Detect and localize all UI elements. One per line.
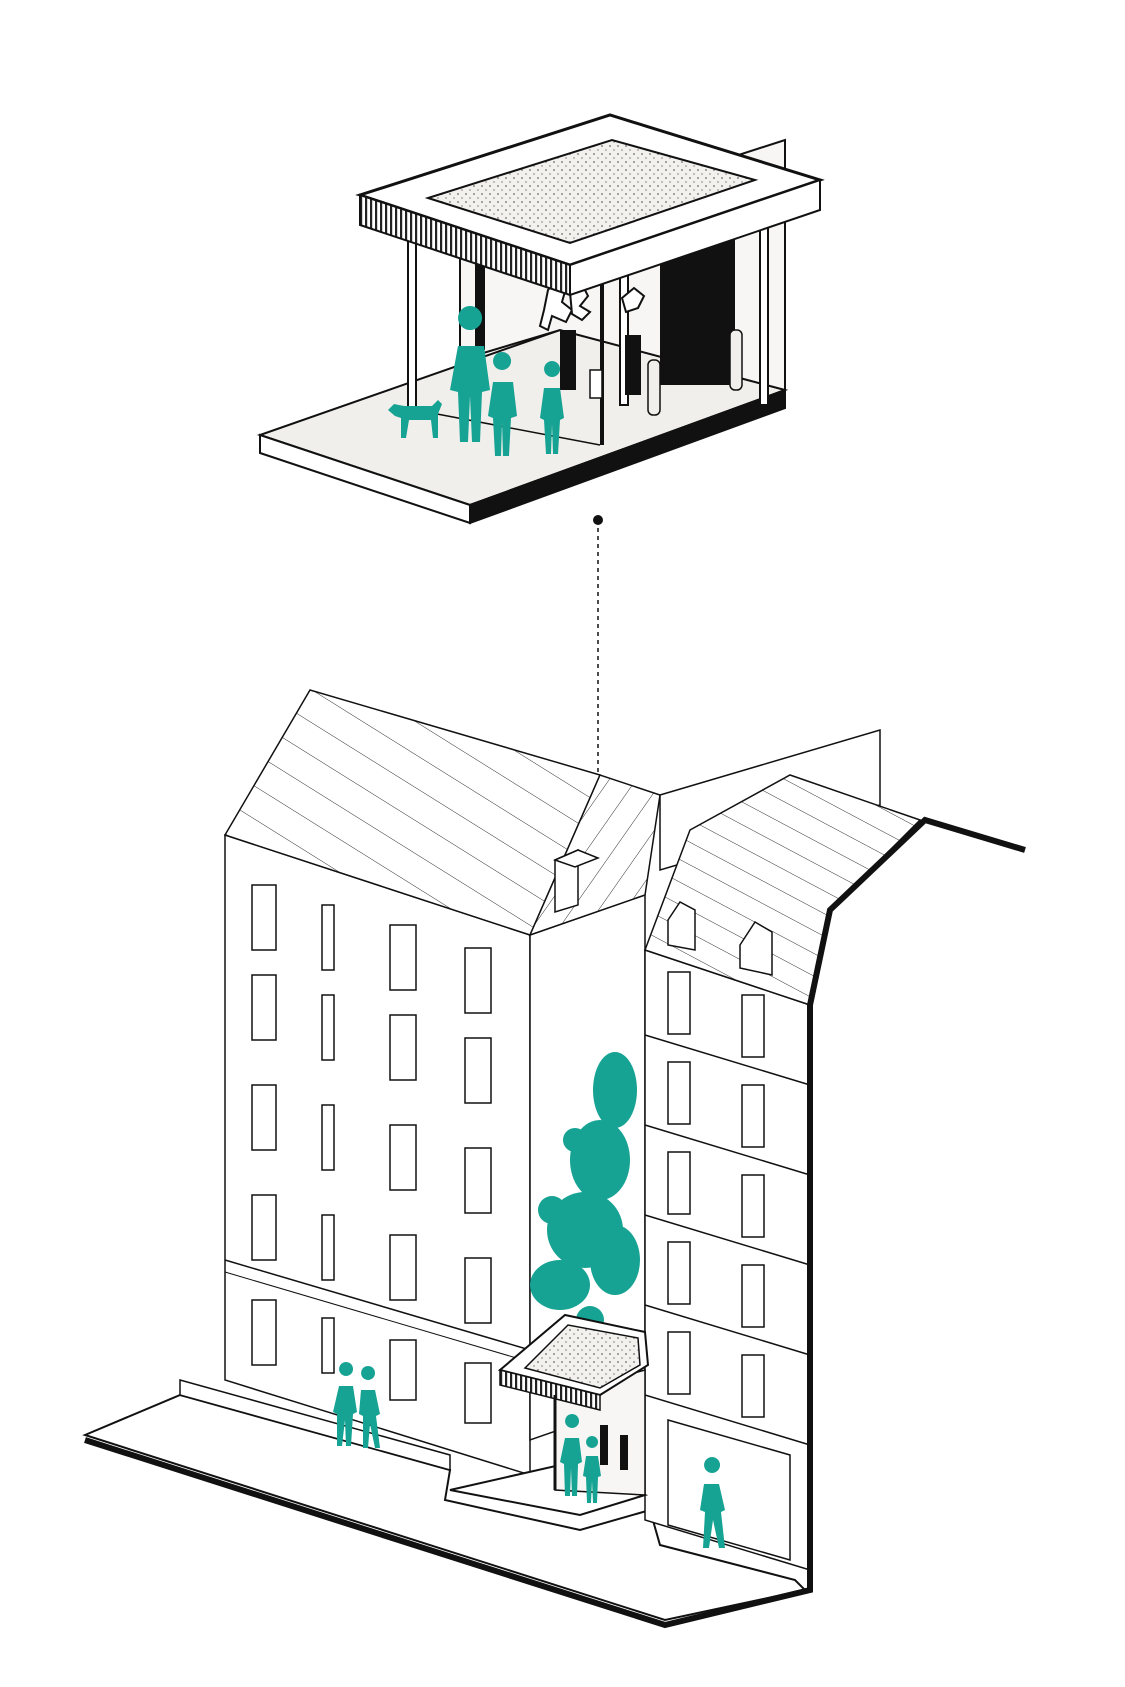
window <box>464 1257 492 1324</box>
window <box>667 1061 691 1125</box>
pavilion-slab-edge-right <box>469 388 786 525</box>
adjacent-windows <box>667 971 765 1418</box>
window <box>251 1084 277 1151</box>
entrance-plinth <box>620 1435 628 1470</box>
entrance-canopy-fascia <box>499 1369 601 1411</box>
dormer <box>739 920 773 976</box>
person-walking-right <box>700 1457 725 1548</box>
adjacent-side-wall-thick <box>807 816 1026 1006</box>
window <box>321 1104 335 1171</box>
person-entrance-adult <box>560 1414 582 1496</box>
entrance-pavilion-detail <box>256 113 825 525</box>
main-building <box>223 689 661 1477</box>
facade-band <box>224 1271 531 1363</box>
window <box>251 884 277 951</box>
bollard <box>647 359 661 416</box>
window <box>464 1037 492 1104</box>
window <box>321 1317 335 1374</box>
pavilion-column <box>407 236 417 418</box>
pavilion-canopy-fascia-right <box>569 178 821 297</box>
window <box>667 1151 691 1215</box>
chimney-top <box>552 849 601 868</box>
pedestrians <box>450 306 564 456</box>
dormers <box>667 901 773 976</box>
window <box>389 1014 417 1081</box>
person-entrance-child <box>583 1436 601 1503</box>
window <box>251 974 277 1041</box>
pavilion-glass-mullion <box>600 270 604 445</box>
window <box>464 1362 492 1424</box>
sculpture-figure <box>620 286 646 314</box>
window <box>321 994 335 1061</box>
window <box>741 1084 765 1148</box>
window <box>389 1339 417 1401</box>
curb <box>179 1379 451 1471</box>
street-scene <box>82 689 1026 1629</box>
plinth <box>625 335 641 395</box>
person-adult <box>450 306 490 442</box>
person-walking <box>359 1366 380 1448</box>
window <box>389 1234 417 1301</box>
window <box>741 994 765 1058</box>
window <box>389 1124 417 1191</box>
window <box>321 1214 335 1281</box>
window <box>667 1331 691 1395</box>
street-pedestrians <box>333 1362 725 1548</box>
entrance-canopy-dotted <box>523 1324 641 1389</box>
bollard <box>729 329 743 391</box>
entrance-plinth <box>600 1425 608 1465</box>
window <box>251 1299 277 1366</box>
person-child-small <box>540 361 564 454</box>
window <box>667 1241 691 1305</box>
window <box>464 947 492 1014</box>
entrance-canopy-small <box>449 1313 650 1517</box>
window <box>741 1264 765 1328</box>
person-walking <box>333 1362 357 1446</box>
window <box>741 1174 765 1238</box>
shopfront <box>667 1419 791 1561</box>
window <box>321 904 335 971</box>
adjacent-building <box>644 728 1026 1580</box>
dog-icon <box>388 400 442 438</box>
facade-band <box>224 1259 531 1351</box>
tree <box>530 1052 640 1334</box>
ground-thick-edge <box>84 1437 813 1629</box>
pavilion-canopy-dotted-panel <box>424 138 759 245</box>
pavilion-dark-panel <box>475 255 485 350</box>
window <box>389 924 417 991</box>
window <box>667 971 691 1035</box>
window <box>464 1147 492 1214</box>
dormer <box>667 901 696 951</box>
plinth <box>589 369 603 399</box>
adjacent-bands <box>644 1034 811 1446</box>
plinth <box>560 330 576 390</box>
window <box>741 1354 765 1418</box>
main-windows <box>251 884 492 1424</box>
pavilion-column <box>759 214 769 406</box>
window <box>251 1194 277 1261</box>
person-child <box>488 352 517 456</box>
